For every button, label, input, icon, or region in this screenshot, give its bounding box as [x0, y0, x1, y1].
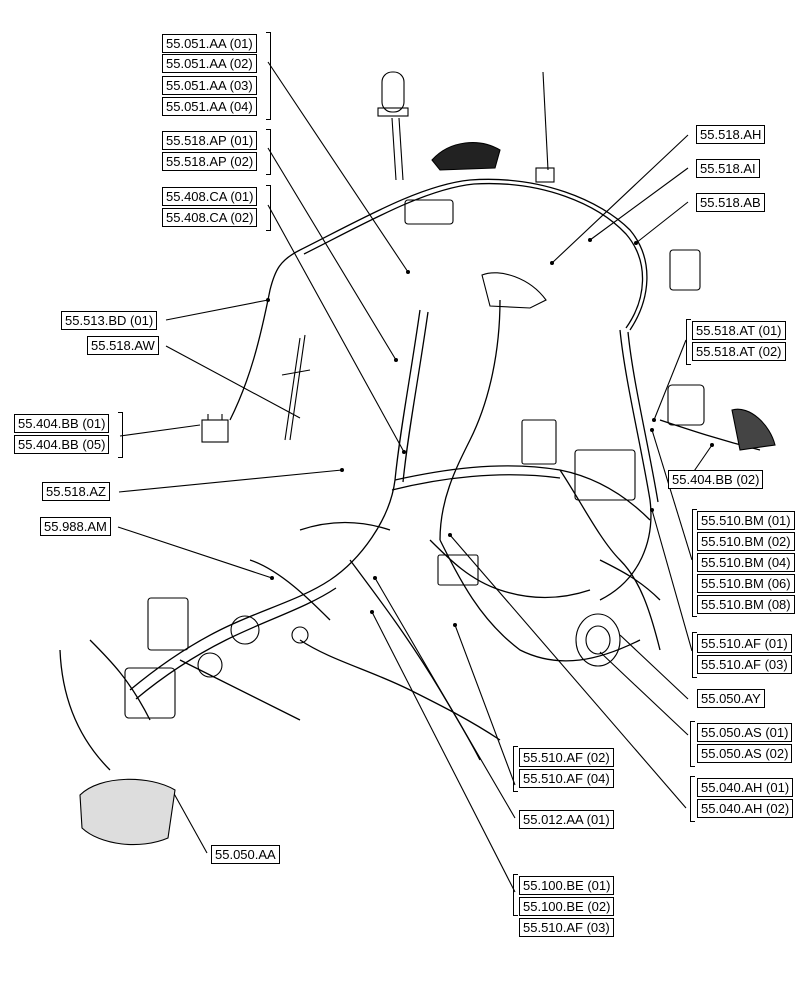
- antenna: [535, 71, 555, 183]
- callout-55-100-be-02[interactable]: 55.100.BE (02): [519, 897, 615, 916]
- bracket: [690, 721, 695, 767]
- top-right-module: [669, 249, 701, 291]
- bracket: [266, 129, 271, 175]
- ecu-box: [521, 419, 557, 465]
- callout-55-050-as-01[interactable]: 55.050.AS (01): [697, 723, 793, 742]
- rear-lamp: [79, 778, 176, 846]
- battery: [201, 414, 229, 443]
- callout-55-510-bm-01[interactable]: 55.510.BM (01): [697, 511, 795, 530]
- callout-55-050-ay[interactable]: 55.050.AY: [697, 689, 765, 708]
- bracket: [513, 746, 518, 792]
- callout-55-518-ai[interactable]: 55.518.AI: [696, 159, 760, 178]
- callout-55-051-aa-04[interactable]: 55.051.AA (04): [162, 97, 257, 116]
- top-module: [404, 199, 454, 225]
- callout-55-988-am[interactable]: 55.988.AM: [40, 517, 111, 536]
- callout-55-510-bm-04[interactable]: 55.510.BM (04): [697, 553, 795, 572]
- bracket: [118, 412, 123, 458]
- bracket: [692, 632, 697, 678]
- bracket: [690, 776, 695, 822]
- callout-55-050-as-02[interactable]: 55.050.AS (02): [697, 744, 793, 763]
- wiper: [281, 334, 311, 441]
- callout-55-510-bm-02[interactable]: 55.510.BM (02): [697, 532, 795, 551]
- callout-55-518-az[interactable]: 55.518.AZ: [42, 482, 110, 501]
- module-center: [437, 554, 479, 586]
- callout-55-408-ca-01[interactable]: 55.408.CA (01): [162, 187, 258, 206]
- callout-55-404-bb-05[interactable]: 55.404.BB (05): [14, 435, 110, 454]
- callout-55-510-af-02[interactable]: 55.510.AF (02): [519, 748, 614, 767]
- callout-55-012-aa-01[interactable]: 55.012.AA (01): [519, 810, 614, 829]
- engine-components: [124, 597, 309, 719]
- bracket: [266, 32, 271, 120]
- harness-trunks: [59, 178, 761, 771]
- callout-55-408-ca-02[interactable]: 55.408.CA (02): [162, 208, 258, 227]
- callout-55-518-ap-02[interactable]: 55.518.AP (02): [162, 152, 258, 171]
- callout-55-518-ap-01[interactable]: 55.518.AP (01): [162, 131, 258, 150]
- callout-55-513-bd-01[interactable]: 55.513.BD (01): [61, 311, 158, 330]
- callout-55-100-be-01[interactable]: 55.100.BE (01): [519, 876, 615, 895]
- callout-55-404-bb-02[interactable]: 55.404.BB (02): [668, 470, 764, 489]
- callout-55-518-ab[interactable]: 55.518.AB: [696, 193, 765, 212]
- callout-55-051-aa-02[interactable]: 55.051.AA (02): [162, 54, 257, 73]
- callout-55-518-at-01[interactable]: 55.518.AT (01): [692, 321, 786, 340]
- callout-55-518-at-02[interactable]: 55.518.AT (02): [692, 342, 786, 361]
- callout-55-510-bm-06[interactable]: 55.510.BM (06): [697, 574, 795, 593]
- callout-55-518-ah[interactable]: 55.518.AH: [696, 125, 766, 144]
- leader-lines: [117, 61, 713, 893]
- callout-55-510-af-03-b[interactable]: 55.510.AF (03): [519, 918, 614, 937]
- callout-55-404-bb-01[interactable]: 55.404.BB (01): [14, 414, 110, 433]
- callout-55-051-aa-03[interactable]: 55.051.AA (03): [162, 76, 257, 95]
- callout-55-051-aa-01[interactable]: 55.051.AA (01): [162, 34, 257, 53]
- alternator: [575, 613, 621, 667]
- callout-55-050-aa[interactable]: 55.050.AA: [211, 845, 280, 864]
- bracket: [513, 874, 518, 916]
- beacon-lamp: [377, 71, 409, 181]
- callout-55-040-ah-01[interactable]: 55.040.AH (01): [697, 778, 794, 797]
- bracket: [686, 319, 691, 365]
- callout-55-510-af-03[interactable]: 55.510.AF (03): [697, 655, 792, 674]
- bracket: [692, 509, 697, 617]
- callout-55-510-bm-08[interactable]: 55.510.BM (08): [697, 595, 795, 614]
- callout-55-040-ah-02[interactable]: 55.040.AH (02): [697, 799, 794, 818]
- callout-55-510-af-01[interactable]: 55.510.AF (01): [697, 634, 792, 653]
- fuse-box: [574, 449, 636, 501]
- console: [481, 272, 547, 309]
- bracket: [266, 185, 271, 231]
- top-lamp: [431, 142, 501, 171]
- side-lamp: [731, 408, 776, 451]
- connector-dots: [266, 238, 714, 627]
- callout-55-510-af-04[interactable]: 55.510.AF (04): [519, 769, 614, 788]
- reservoir: [667, 384, 705, 426]
- callout-55-518-aw[interactable]: 55.518.AW: [87, 336, 159, 355]
